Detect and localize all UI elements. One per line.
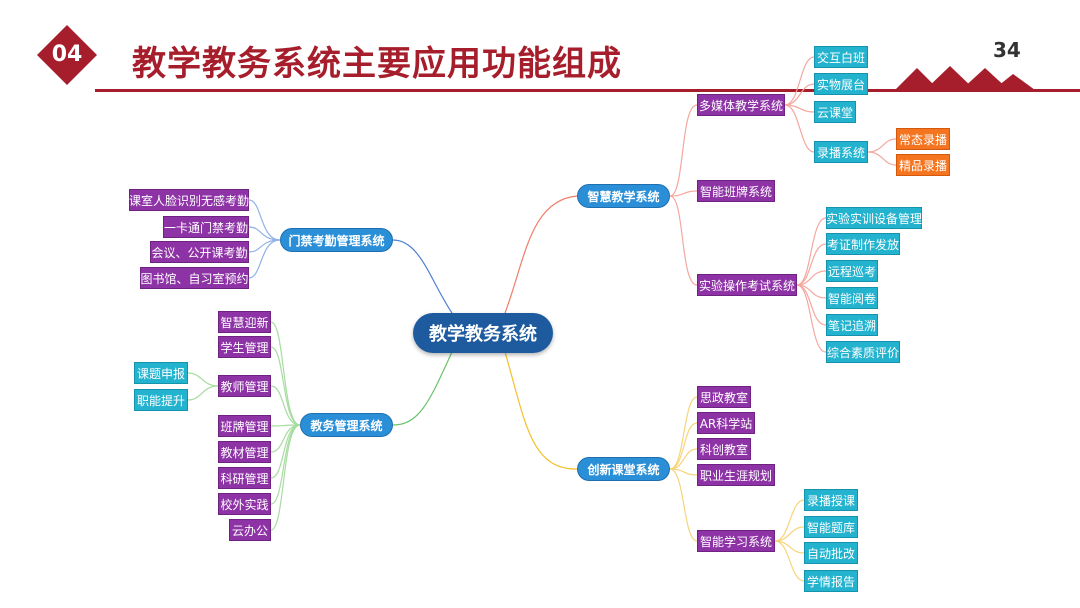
leaf-node: AR科学站 (697, 412, 755, 434)
leaf-node: 笔记追溯 (826, 314, 878, 336)
leaf-node: 班牌管理 (218, 415, 271, 437)
section-badge-shape (37, 25, 97, 85)
leaf-node: 交互白班 (814, 46, 868, 68)
leaf-node: 科研管理 (218, 467, 271, 489)
leaf-node: 远程巡考 (826, 260, 878, 282)
academic-affairs-node: 教务管理系统 (300, 413, 393, 437)
leaf-node: 云课堂 (814, 101, 856, 123)
leaf-node: 职业生涯规划 (697, 464, 775, 486)
page-number: 34 (993, 38, 1021, 62)
leaf-node: 职能提升 (134, 389, 188, 411)
leaf-node: 智能阅卷 (826, 287, 878, 309)
recording-system-node: 录播系统 (814, 141, 868, 163)
leaf-node: 校外实践 (218, 493, 271, 515)
section-number-badge: 04 (51, 42, 83, 67)
leaf-node: 自动批改 (804, 542, 858, 564)
leaf-node: 综合素质评价 (826, 341, 900, 363)
leaf-node: 学生管理 (218, 336, 271, 358)
teacher-management-node: 教师管理 (218, 375, 271, 397)
leaf-node: 实验实训设备管理 (826, 207, 922, 229)
leaf-node: 科创教室 (697, 438, 751, 460)
leaf-node: 思政教室 (697, 386, 751, 408)
leaf-node: 智能题库 (804, 516, 858, 538)
innovation-classroom-node: 创新课堂系统 (577, 457, 670, 481)
experiment-exam-node: 实验操作考试系统 (697, 274, 797, 296)
leaf-node: 智慧迎新 (218, 311, 271, 333)
mountain-decoration-icon (895, 66, 1035, 90)
leaf-node: 考证制作发放 (826, 233, 900, 255)
leaf-node: 课室人脸识别无感考勤 (129, 189, 249, 211)
access-control-node: 门禁考勤管理系统 (280, 228, 393, 252)
leaf-node: 实物展台 (814, 73, 868, 95)
leaf-node: 录播授课 (804, 489, 858, 511)
leaf-node: 课题申报 (134, 362, 188, 384)
leaf-node: 教材管理 (218, 441, 271, 463)
leaf-node: 常态录播 (896, 128, 950, 150)
header-divider (95, 89, 1080, 92)
multimedia-teaching-node: 多媒体教学系统 (697, 94, 785, 116)
root-node: 教学教务系统 (413, 313, 553, 353)
smart-learning-node: 智能学习系统 (697, 530, 775, 552)
leaf-node: 云办公 (229, 519, 271, 541)
class-board-node: 智能班牌系统 (697, 180, 775, 202)
leaf-node: 图书馆、自习室预约 (140, 267, 249, 289)
smart-teaching-node: 智慧教学系统 (577, 184, 670, 208)
leaf-node: 学情报告 (804, 570, 858, 592)
leaf-node: 精品录播 (896, 154, 950, 176)
leaf-node: 会议、公开课考勤 (150, 241, 249, 263)
leaf-node: 一卡通门禁考勤 (163, 216, 249, 238)
page-title: 教学教务系统主要应用功能组成 (132, 44, 622, 84)
